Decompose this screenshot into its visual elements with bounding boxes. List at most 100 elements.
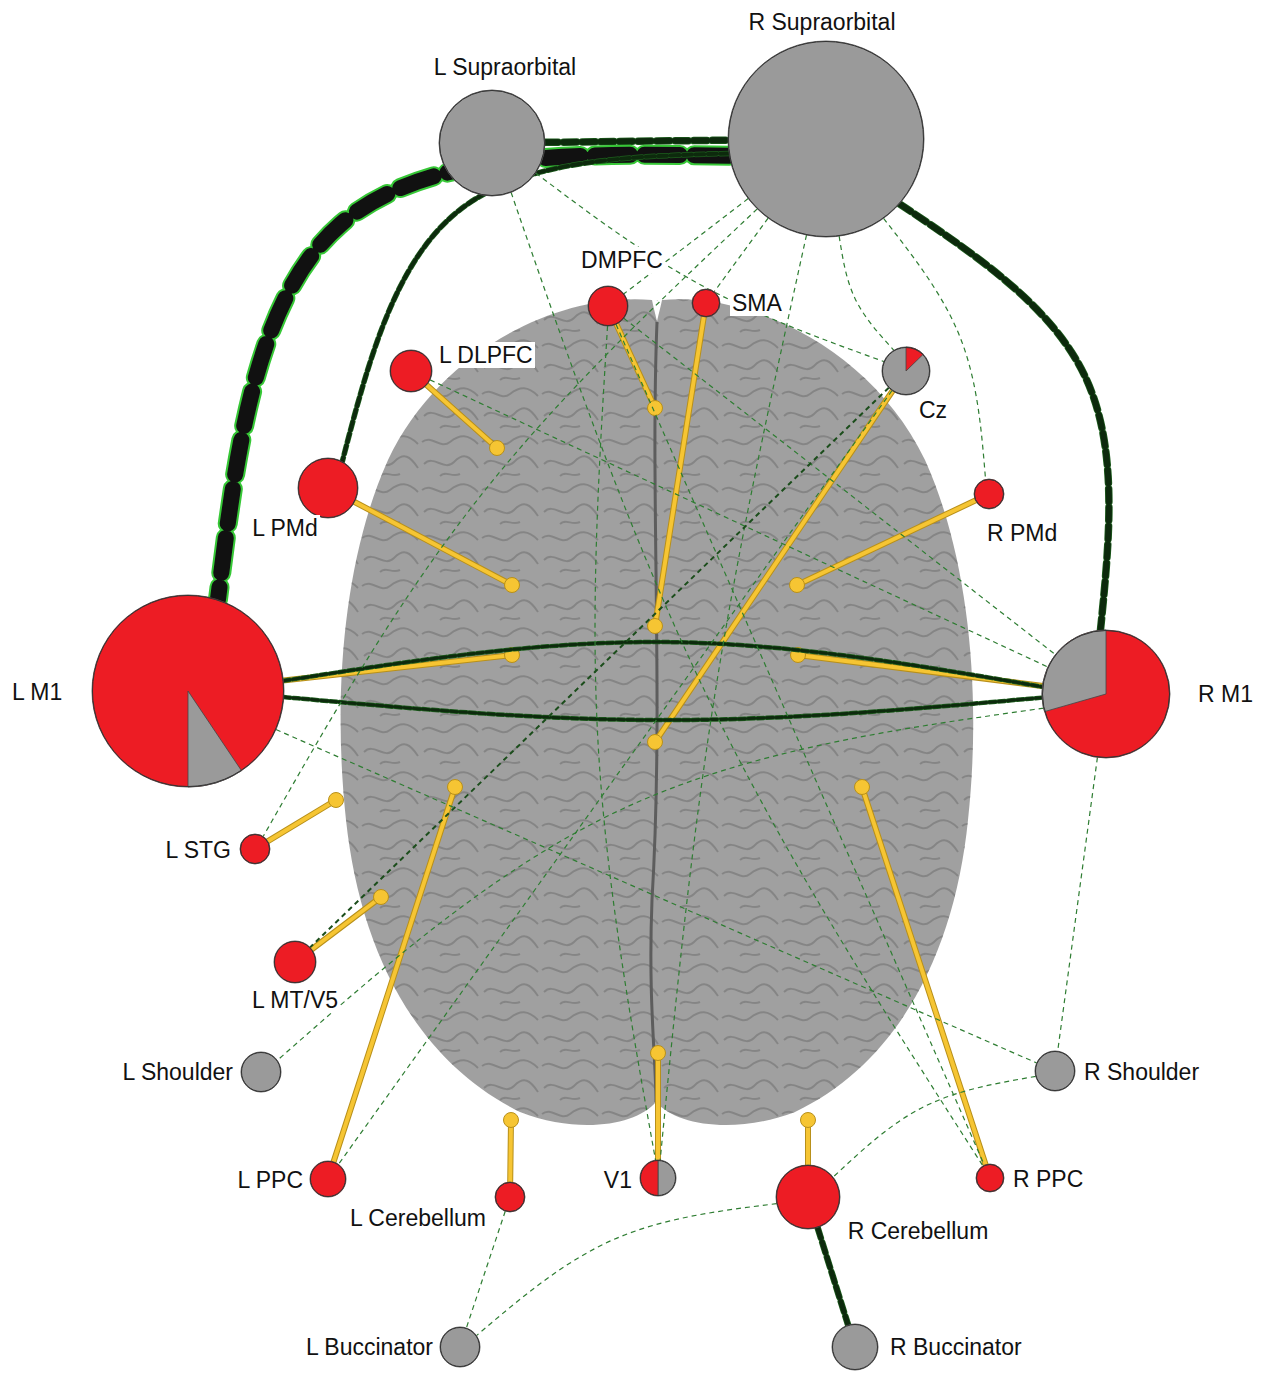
pie-circle <box>882 347 930 395</box>
site-circle: R Supraorbital <box>728 41 924 237</box>
line-outline <box>545 140 728 142</box>
pie-wedge <box>310 1161 346 1197</box>
circle-outline <box>883 348 930 395</box>
line-stroke <box>430 380 1048 667</box>
connection-line <box>338 391 892 1165</box>
node-label: L STG <box>163 837 233 863</box>
circle-outline <box>975 480 1004 509</box>
line-outline <box>284 697 1042 720</box>
pie-wedge <box>440 1327 480 1367</box>
connection-line <box>833 1076 1036 1177</box>
connection-line <box>595 326 656 1160</box>
line-stroke <box>616 324 984 1165</box>
pie-wedge <box>692 289 720 317</box>
leader-line <box>328 787 455 1179</box>
pie-wedge <box>1042 630 1106 712</box>
circle-outline <box>496 1183 525 1212</box>
connection-line <box>218 155 730 600</box>
node-label: R M1 <box>1196 681 1255 707</box>
brain-dot <box>505 578 520 593</box>
pie-wedge <box>728 41 924 237</box>
pie-circle <box>776 1165 840 1229</box>
site-circle: L MT/V5 <box>274 941 316 983</box>
pie-circle <box>92 595 284 787</box>
pie-wedge <box>92 595 284 787</box>
brain-dot <box>490 441 505 456</box>
line-stroke <box>545 140 728 142</box>
pie-wedge <box>495 1182 525 1212</box>
brain-dot <box>374 890 389 905</box>
site-circle: SMA <box>692 289 720 317</box>
pie-wedge <box>658 1160 676 1196</box>
pie-wedge <box>640 1160 658 1196</box>
node-label: L DLPFC <box>437 342 535 368</box>
brain-dot <box>504 1113 519 1128</box>
circle-outline <box>1043 631 1170 758</box>
line-stroke <box>714 218 768 292</box>
node-label: R PPC <box>1011 1166 1085 1192</box>
site-circle: L Cerebellum <box>495 1182 525 1212</box>
leader-line-outline <box>862 787 990 1178</box>
site-circle: L Buccinator <box>440 1327 480 1367</box>
node-label: R Shoulder <box>1082 1059 1201 1085</box>
circle-outline <box>1036 1052 1075 1091</box>
connection-line <box>342 153 729 461</box>
line-stroke <box>818 1228 849 1326</box>
site-circle: L PMd <box>298 458 358 518</box>
pie-circle <box>495 1182 525 1212</box>
brain-dot <box>448 780 463 795</box>
line-stroke <box>1058 757 1098 1051</box>
node-label: L Supraorbital <box>432 54 578 80</box>
site-circle: L Supraorbital <box>439 90 545 196</box>
pie-circle <box>240 834 270 864</box>
site-circle: L PPC <box>310 1161 346 1197</box>
line-stroke <box>899 204 1108 630</box>
pie-wedge <box>298 458 358 518</box>
pie-circle <box>832 1324 878 1370</box>
pie-wedge <box>974 479 1004 509</box>
pie-wedge <box>588 286 628 326</box>
connection-line <box>624 318 1056 654</box>
site-circle: L M1 <box>92 595 284 787</box>
line-outline <box>218 155 730 600</box>
line-stroke <box>595 326 656 1160</box>
node-label: R Supraorbital <box>746 9 897 35</box>
pie-circle <box>310 1161 346 1197</box>
line-outline <box>342 153 729 461</box>
site-circle: R M1 <box>1042 630 1170 758</box>
circle-outline <box>241 835 270 864</box>
connection-line <box>660 235 806 1160</box>
node-label: L Cerebellum <box>348 1205 488 1231</box>
pie-wedge <box>1035 1051 1075 1091</box>
connection-line <box>476 1204 776 1336</box>
pie-circle <box>974 479 1004 509</box>
pie-wedge <box>274 941 316 983</box>
leader-line <box>862 787 990 1178</box>
pie-wedge <box>390 350 432 392</box>
pie-wedge <box>776 1165 840 1229</box>
circle-outline <box>693 290 720 317</box>
brain-dot <box>651 1046 666 1061</box>
line-stroke <box>338 391 892 1165</box>
leader-line-outline <box>328 488 512 585</box>
site-circle: DMPFC <box>588 286 628 326</box>
pie-wedge <box>832 1324 878 1370</box>
brain-dot <box>790 578 805 593</box>
brain-dot <box>648 619 663 634</box>
leader-line-outline <box>655 303 706 626</box>
brain-dot <box>801 1113 816 1128</box>
pie-wedge <box>240 834 270 864</box>
pie-circle <box>640 1160 676 1196</box>
line-stroke <box>218 155 730 600</box>
node-label: SMA <box>730 290 784 316</box>
node-label: Cz <box>917 397 949 423</box>
line-stroke <box>624 318 1056 654</box>
connection-line <box>430 380 1048 667</box>
brain-dot <box>855 780 870 795</box>
connection-line <box>283 642 1042 687</box>
site-circle: Cz <box>882 347 930 395</box>
node-label: L M1 <box>10 679 64 705</box>
circle-outline <box>93 596 284 787</box>
node-label: L Shoulder <box>121 1059 235 1085</box>
line-stroke <box>839 236 894 350</box>
